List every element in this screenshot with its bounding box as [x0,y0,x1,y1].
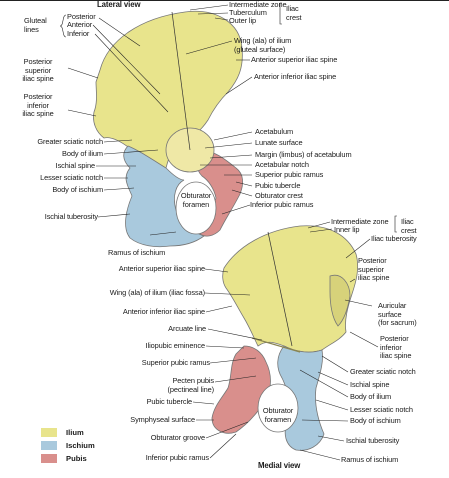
label-gluteal-anterior: Anterior [67,20,93,29]
label-auricular-surface: Auricular surface (for sacrum) [378,301,417,328]
label-intermediate-zone-lateral: Intermediate zone [229,0,287,9]
label-ischial-tuberosity-lateral: Ischial tuberosity [44,212,98,221]
label-pecten-pubis: Pecten pubis (pectineal line) [167,376,215,394]
label-obturator-crest: Obturator crest [255,191,303,200]
label-gluteal-posterior: Posterior [67,12,96,21]
label-wing-ilium: Wing (ala) of ilium (gluteal surface) [234,36,292,54]
label-lesser-sciatic-lateral: Lesser sciatic notch [40,173,103,182]
label-aiis-lateral: Anterior inferior iliac spine [254,72,337,81]
label-intermediate-zone-medial: Intermediate zone [331,217,389,226]
label-body-ischium-medial: Body of ischium [350,416,401,425]
label-inferior-pubic-ramus-medial: Inferior pubic ramus [145,453,209,462]
medial-auricular [329,274,351,327]
legend-label-ilium: Ilium [66,428,84,437]
label-body-ilium-medial: Body of ilium [350,392,392,401]
label-piis-lateral: Posterior inferior iliac spine [22,92,54,119]
label-iliopubic-eminence: Iliopubic eminence [145,341,206,350]
label-inferior-pubic-ramus-lateral: Inferior pubic ramus [250,200,314,209]
lateral-obturator-foramen [175,181,217,235]
label-piis-medial: Posterior inferior iliac spine [380,334,412,361]
label-tuberculum: Tuberculum [229,8,267,17]
label-margin-acetabulum: Margin (limbus) of acetabulum [255,150,352,159]
label-iliac-tuberosity: Iliac tuberosity [371,234,417,243]
label-pubic-tubercle-lateral: Pubic tubercle [255,181,301,190]
lateral-view-title: Lateral view [97,0,141,9]
legend-swatch-ilium [41,428,57,437]
label-symphyseal-surface: Symphyseal surface [130,415,195,424]
label-pubic-tubercle-medial: Pubic tubercle [146,397,193,406]
lateral-ischium [123,145,205,248]
lateral-bone [93,10,244,248]
label-ischial-spine-medial: Ischial spine [350,380,390,389]
label-inner-lip: Inner lip [334,225,360,234]
medial-bone [211,225,359,451]
label-aiis-medial: Anterior inferior iliac spine [122,307,205,316]
label-ramus-ischium-medial: Ramus of ischium [341,455,399,464]
label-body-ischium-lateral: Body of ischium [52,185,103,194]
region-divider-lines [171,11,293,347]
label-iliac-crest-lateral: Iliac crest [286,4,302,22]
label-psis-lateral: Posterior superior iliac spine [22,57,54,84]
label-gluteal-lines: Gluteal lines [24,16,47,34]
top-rule [0,0,449,1]
label-asis-lateral: Anterior superior iliac spine [251,55,338,64]
label-ischial-tuberosity-medial: Ischial tuberosity [346,436,400,445]
label-obturator-foramen-lateral: Obturator foramen [180,191,212,209]
label-greater-sciatic-medial: Greater sciatic notch [350,367,416,376]
label-superior-pubic-ramus-lateral: Superior pubic ramus [255,170,324,179]
legend-label-pubis: Pubis [66,454,87,463]
label-body-ilium-lateral: Body of ilium [61,149,103,158]
medial-obturator-foramen [257,383,299,433]
label-wing-iliac-fossa: Wing (ala) of ilium (iliac fossa) [109,288,205,297]
label-lesser-sciatic-medial: Lesser sciatic notch [350,405,413,414]
label-outer-lip: Outer lip [229,16,257,25]
label-ramus-ischium-lateral: Ramus of ischium [108,248,166,257]
legend-swatch-ischium [41,441,57,450]
medial-arcuate-ridge [251,337,301,353]
label-acetabulum: Acetabulum [255,127,294,136]
label-asis-medial: Anterior superior iliac spine [118,264,205,273]
label-acetabular-notch: Acetabular notch [255,160,309,169]
label-gluteal-inferior: Inferior [67,29,90,38]
label-ischial-spine-lateral: Ischial spine [55,161,95,170]
medial-ilium [222,225,359,353]
label-psis-medial: Posterior superior iliac spine [358,256,390,283]
lateral-pubis [196,149,244,237]
label-obturator-groove: Obturator groove [150,433,205,442]
label-superior-pubic-ramus-medial: Superior pubic ramus [141,358,210,367]
label-iliac-crest-medial: Iliac crest [401,217,417,235]
label-lunate-surface: Lunate surface [255,138,303,147]
label-obturator-foramen-medial: Obturator foramen [262,406,294,424]
label-greater-sciatic-lateral: Greater sciatic notch [37,137,103,146]
leader-lines [67,4,379,461]
legend-swatch-pubis [41,454,57,463]
medial-pubis [211,345,271,434]
label-arcuate-line: Arcuate line [168,324,206,333]
medial-view-title: Medial view [258,461,301,470]
legend-label-ischium: Ischium [66,441,95,450]
brackets [59,2,397,233]
